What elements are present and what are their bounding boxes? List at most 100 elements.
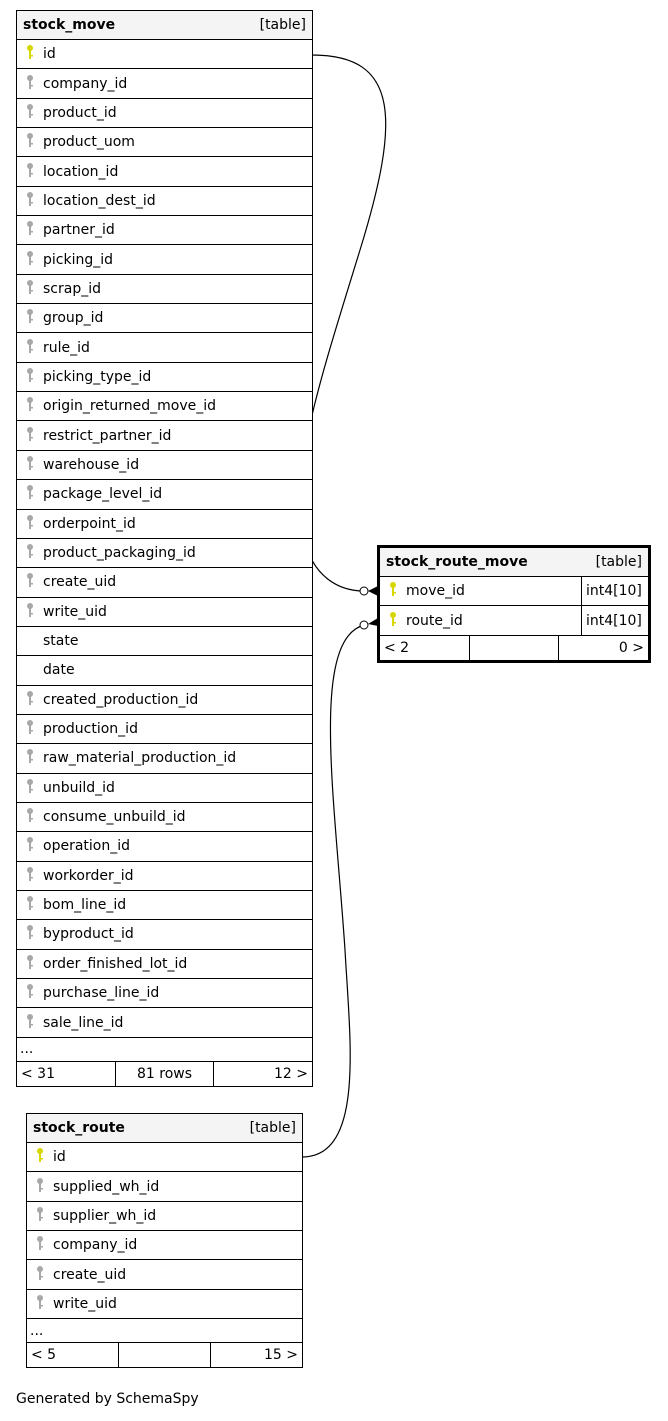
column-name: purchase_line_id	[43, 985, 160, 1002]
column-row[interactable]: bom_line_id	[17, 891, 312, 921]
column-row[interactable]: picking_id	[17, 245, 312, 275]
column-name: byproduct_id	[43, 926, 134, 943]
table-header: stock_route_move[table]	[380, 548, 648, 577]
table-kind: [table]	[259, 17, 306, 33]
more-columns: ...	[17, 1038, 312, 1062]
foreign-key-icon	[26, 924, 34, 944]
column-row[interactable]: id	[17, 40, 312, 70]
column-row[interactable]: order_finished_lot_id	[17, 950, 312, 979]
foreign-key-icon	[26, 162, 34, 182]
column-row[interactable]: supplied_wh_id	[27, 1172, 302, 1202]
zero-many-marker	[359, 586, 369, 596]
column-name: supplied_wh_id	[53, 1178, 160, 1195]
column-type: int4[10]	[581, 606, 648, 635]
column-row[interactable]: location_dest_id	[17, 187, 312, 217]
foreign-key-icon	[26, 602, 34, 622]
column-row[interactable]: unbuild_id	[17, 774, 312, 803]
foreign-key-icon	[36, 1177, 44, 1197]
column-name: product_uom	[43, 134, 135, 151]
column-row[interactable]: scrap_id	[17, 275, 312, 305]
foreign-key-icon	[26, 220, 34, 240]
column-row[interactable]: origin_returned_move_id	[17, 392, 312, 422]
foreign-key-icon	[26, 514, 34, 534]
column-row[interactable]: supplier_wh_id	[27, 1202, 302, 1232]
children-count[interactable]: 12 >	[213, 1061, 312, 1086]
column-row[interactable]: created_production_id	[17, 686, 312, 715]
column-row[interactable]: consume_unbuild_id	[17, 803, 312, 833]
column-name: package_level_id	[43, 486, 163, 503]
column-name: picking_id	[43, 251, 114, 268]
column-row[interactable]: create_uid	[27, 1260, 302, 1290]
table-header: stock_move[table]	[17, 11, 312, 40]
column-row[interactable]: purchase_line_id	[17, 979, 312, 1009]
column-name: partner_id	[43, 222, 115, 239]
column-row[interactable]: product_uom	[17, 128, 312, 158]
column-row[interactable]: warehouse_id	[17, 451, 312, 481]
foreign-key-icon	[26, 690, 34, 710]
column-row[interactable]: product_id	[17, 99, 312, 129]
column-row[interactable]: sale_line_id	[17, 1008, 312, 1038]
column-row[interactable]: operation_id	[17, 832, 312, 862]
foreign-key-icon	[26, 338, 34, 358]
parents-count[interactable]: < 31	[21, 1065, 55, 1082]
column-row[interactable]: byproduct_id	[17, 920, 312, 950]
column-row[interactable]: write_uid	[27, 1290, 302, 1320]
crowfoot-icon	[368, 618, 378, 626]
column-row[interactable]: raw_material_production_id	[17, 744, 312, 774]
parents-count[interactable]: < 5	[31, 1347, 57, 1364]
column-name: location_dest_id	[43, 192, 156, 209]
foreign-key-icon	[26, 191, 34, 211]
column-row[interactable]: workorder_id	[17, 862, 312, 891]
table-name: stock_route	[33, 1120, 125, 1136]
column-row[interactable]: group_id	[17, 304, 312, 334]
column-name: create_uid	[53, 1266, 127, 1283]
column-row[interactable]: location_id	[17, 157, 312, 187]
column-row[interactable]: write_uid	[17, 598, 312, 627]
foreign-key-icon	[26, 748, 34, 768]
children-count[interactable]: 0 >	[558, 635, 648, 660]
column-name: created_production_id	[43, 691, 199, 708]
column-row[interactable]: partner_id	[17, 216, 312, 246]
column-name: company_id	[43, 75, 128, 92]
column-name: bom_line_id	[43, 897, 127, 914]
foreign-key-icon	[36, 1235, 44, 1255]
column-row[interactable]: rule_id	[17, 333, 312, 363]
column-row[interactable]: package_level_id	[17, 480, 312, 510]
foreign-key-icon	[36, 1265, 44, 1285]
column-name: unbuild_id	[43, 779, 115, 796]
row-count	[468, 635, 559, 660]
column-row[interactable]: production_id	[17, 715, 312, 745]
column-row[interactable]: orderpoint_id	[17, 510, 312, 539]
column-name: state	[43, 633, 79, 650]
column-row[interactable]: picking_type_id	[17, 363, 312, 393]
column-name: operation_id	[43, 838, 130, 855]
column-row[interactable]: state	[17, 627, 312, 657]
column-row[interactable]: restrict_partner_id	[17, 421, 312, 451]
foreign-key-icon	[26, 308, 34, 328]
column-row[interactable]: date	[17, 656, 312, 686]
column-row[interactable]: id	[27, 1143, 302, 1173]
column-name: move_id	[406, 583, 465, 600]
foreign-key-icon	[26, 103, 34, 123]
table-footer: < 5 15 >	[27, 1343, 302, 1368]
column-row[interactable]: company_id	[17, 69, 312, 99]
column-row[interactable]: product_packaging_id	[17, 539, 312, 569]
parents-count[interactable]: < 2	[384, 639, 410, 656]
foreign-key-icon	[26, 572, 34, 592]
foreign-key-icon	[26, 396, 34, 416]
foreign-key-icon	[26, 983, 34, 1003]
column-name: id	[43, 46, 56, 63]
column-row[interactable]: company_id	[27, 1231, 302, 1261]
column-name: sale_line_id	[43, 1014, 124, 1031]
children-count[interactable]: 15 >	[210, 1343, 302, 1368]
column-name: supplier_wh_id	[53, 1207, 157, 1224]
column-name: rule_id	[43, 339, 90, 356]
foreign-key-icon	[26, 836, 34, 856]
column-row[interactable]: create_uid	[17, 568, 312, 598]
column-name: scrap_id	[43, 280, 101, 297]
